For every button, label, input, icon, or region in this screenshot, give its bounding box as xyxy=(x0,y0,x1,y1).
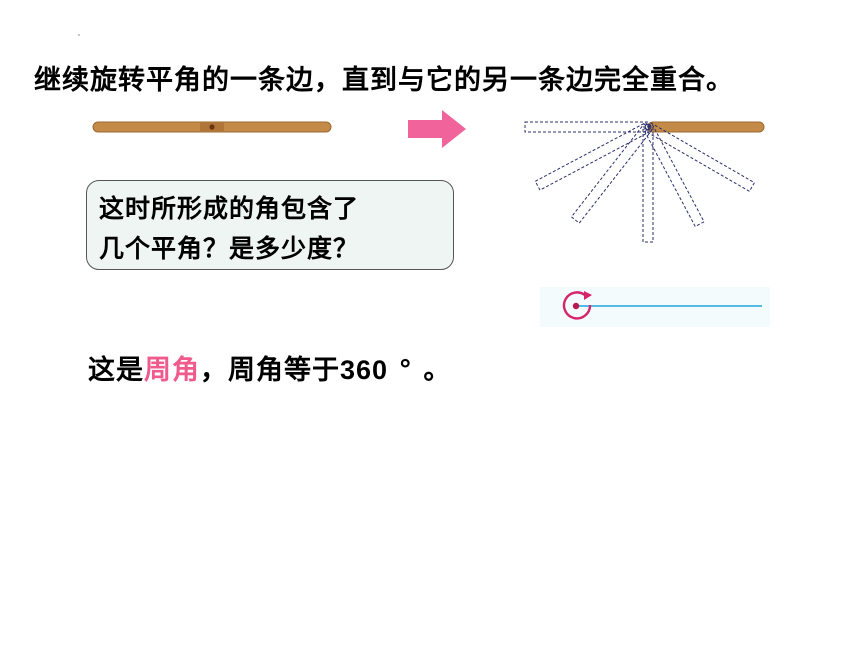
question-line-1: 这时所形成的角包含了 xyxy=(99,194,360,223)
full-angle-mark-icon xyxy=(562,291,592,320)
question-line-2: 几个平角？是多少度？ xyxy=(99,234,360,263)
answer-sentence: 这是周角，周角等于360 ° 。 xyxy=(88,348,451,387)
straight-angle-stick xyxy=(92,121,332,133)
answer-end: 。 xyxy=(423,355,452,386)
answer-term: 周角 xyxy=(144,355,200,386)
answer-unit: ° xyxy=(398,355,413,386)
answer-prefix: 这是 xyxy=(88,355,144,386)
right-arrow-icon xyxy=(408,110,466,148)
answer-value: 360 xyxy=(340,355,389,385)
question-box: 这时所形成的角包含了 几个平角？是多少度？ xyxy=(86,180,454,270)
page-title: 继续旋转平角的一条边，直到与它的另一条边完全重合。 xyxy=(34,65,734,96)
full-angle-diagram xyxy=(540,287,770,327)
decorative-dot xyxy=(78,34,80,36)
answer-suffix: ，周角等于 xyxy=(200,355,340,386)
rotating-side-diagram xyxy=(524,121,765,243)
